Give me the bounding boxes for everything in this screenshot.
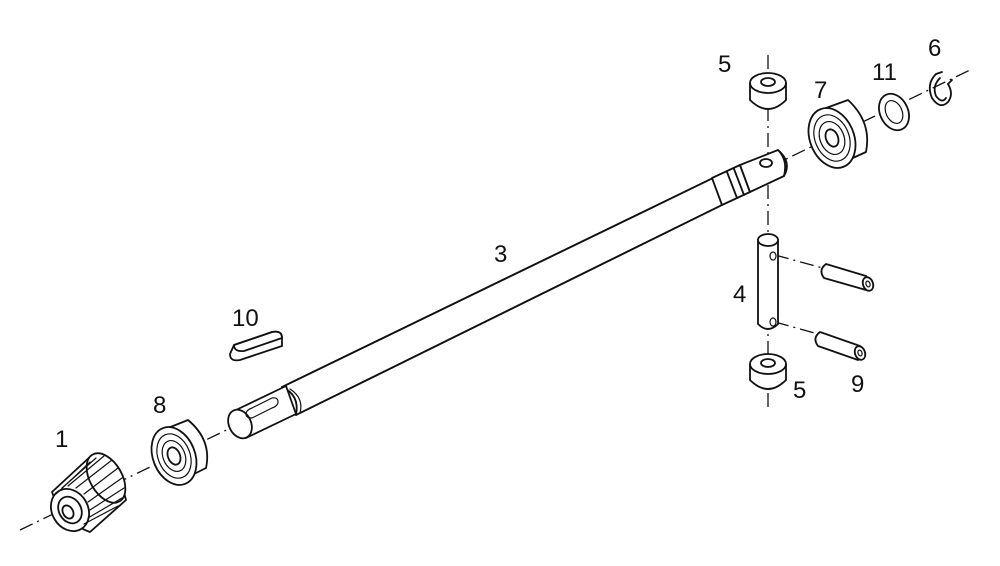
circlip — [928, 71, 953, 107]
key — [229, 330, 283, 362]
bushing-bottom — [749, 353, 787, 390]
label-pin: 4 — [733, 281, 746, 308]
bearing-left — [150, 419, 209, 486]
label-washer: 11 — [872, 59, 897, 86]
washer — [878, 92, 910, 132]
label-bearing-left: 8 — [153, 392, 166, 419]
label-bushing-bottom: 5 — [793, 377, 806, 404]
label-key: 10 — [232, 305, 259, 332]
label-bearing-right: 7 — [814, 77, 827, 104]
roll-pin-bottom — [814, 331, 867, 361]
label-gear: 1 — [55, 426, 68, 453]
shaft — [227, 149, 788, 440]
label-bushing-top: 5 — [718, 51, 731, 78]
label-circlip: 6 — [928, 35, 941, 62]
roll-pin-top — [820, 263, 875, 292]
roll-pin-axis-bottom — [774, 321, 826, 337]
bevel-gear — [50, 452, 127, 533]
label-roll-pin: 9 — [851, 371, 864, 398]
bearing-right — [807, 99, 869, 169]
bushing-top — [749, 72, 787, 110]
roll-pin-axis-top — [774, 254, 831, 271]
pin — [757, 233, 779, 330]
label-shaft: 3 — [494, 241, 507, 268]
